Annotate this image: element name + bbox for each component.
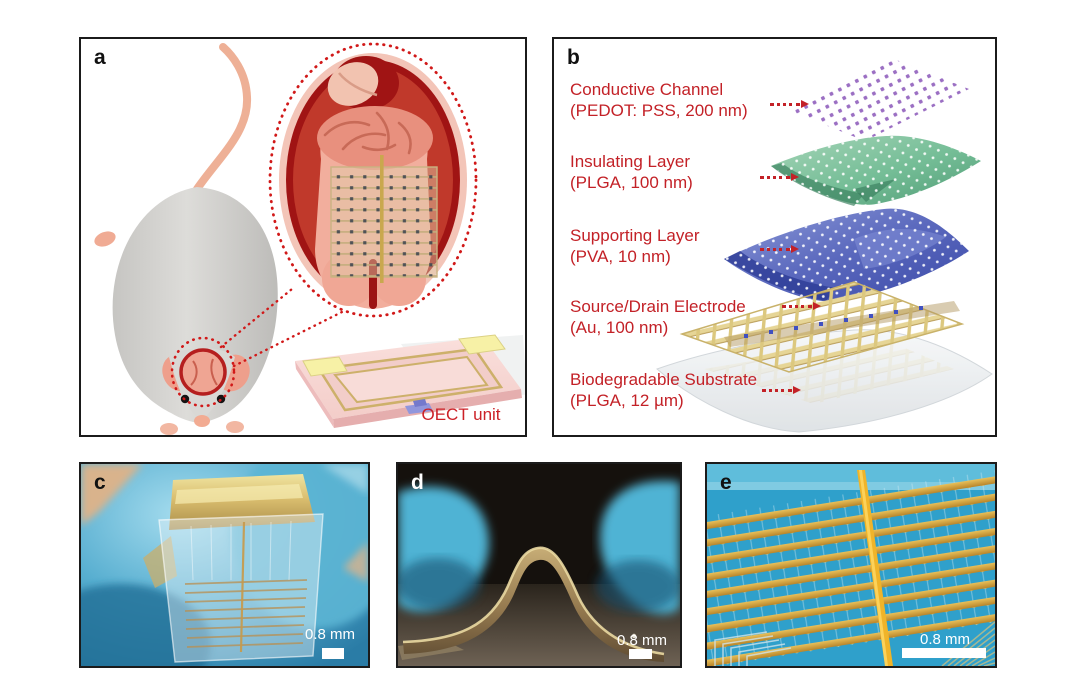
panel-e: e 0.8 mm: [705, 462, 997, 668]
panel-d: d 0.8 mm: [396, 462, 682, 668]
craniotomy-detail: [190, 358, 218, 386]
layer-graphic-supporting: [724, 208, 969, 302]
panel-e-label: e: [720, 471, 732, 494]
scale-bar: [322, 648, 344, 659]
oect-pad-right: [458, 334, 506, 355]
bent-film: [403, 547, 664, 662]
electrode-grid: [707, 467, 995, 666]
photo-bent-film: [398, 464, 680, 666]
scale-bar-label: 0.8 mm: [617, 632, 668, 649]
layer-graphic-electrode: [679, 281, 965, 373]
rat-paw-right: [226, 421, 244, 433]
callout-ellipse: [268, 42, 478, 318]
oect-pad-left: [302, 356, 348, 377]
layer-label-electrode: Source/Drain Electrode (Au, 100 nm): [570, 297, 746, 337]
layer-label-substrate: Biodegradable Substrate (PLGA, 12 µm): [570, 370, 758, 410]
array-midline: [380, 155, 384, 283]
device-traces: [184, 579, 308, 648]
layer-graphic-conductive-channel: [790, 59, 969, 141]
panel-a: a OECT unit: [79, 37, 527, 437]
callout-line-2: [232, 310, 344, 368]
panel-c-label: c: [94, 471, 106, 494]
dashed-arrow-icon: [760, 173, 799, 181]
scale-bar: [629, 649, 652, 659]
panel-b: b Conductive Channel (PEDOT: PSS, 200 nm…: [552, 37, 997, 437]
hand-skin: [81, 464, 143, 526]
layer-label-supporting: Supporting Layer (PVA, 10 nm): [570, 226, 700, 266]
craniotomy-window: [179, 348, 227, 396]
brain-inset: [268, 42, 478, 318]
scale-bar-label: 0.8 mm: [920, 631, 971, 648]
scale-bar-label: 0.8 mm: [305, 626, 356, 643]
scale-bar: [902, 648, 986, 658]
corner-traces: [714, 631, 792, 666]
photo-electrode-array-closeup: [707, 464, 995, 666]
layer-label-insulating: Insulating Layer (PLGA, 100 nm): [570, 152, 693, 192]
oect-unit-schematic: [295, 334, 525, 428]
oect-unit-label: OECT unit: [421, 405, 501, 424]
rat-paw-left: [160, 423, 178, 435]
panel-c: c 0.8 mm: [79, 462, 370, 668]
oect-channel: [405, 403, 433, 414]
panel-d-label: d: [411, 471, 424, 494]
panel-b-label: b: [567, 46, 580, 69]
rat-implant-illustration: [94, 42, 525, 435]
panel-a-label: a: [94, 46, 106, 69]
callout-circle: [170, 336, 236, 408]
rat-tail: [193, 43, 252, 193]
dashed-arrow-icon: [762, 386, 801, 394]
dashed-arrow-icon: [760, 245, 799, 253]
layer-graphic-insulating: [771, 135, 981, 206]
rat-nose: [194, 415, 210, 427]
layer-label-conductive-channel: Conductive Channel (PEDOT: PSS, 200 nm): [570, 80, 748, 120]
photo-device-on-glove: [81, 464, 368, 666]
dashed-arrow-icon: [770, 100, 809, 108]
rat-foot: [94, 231, 116, 247]
dashed-arrow-icon: [782, 302, 821, 310]
